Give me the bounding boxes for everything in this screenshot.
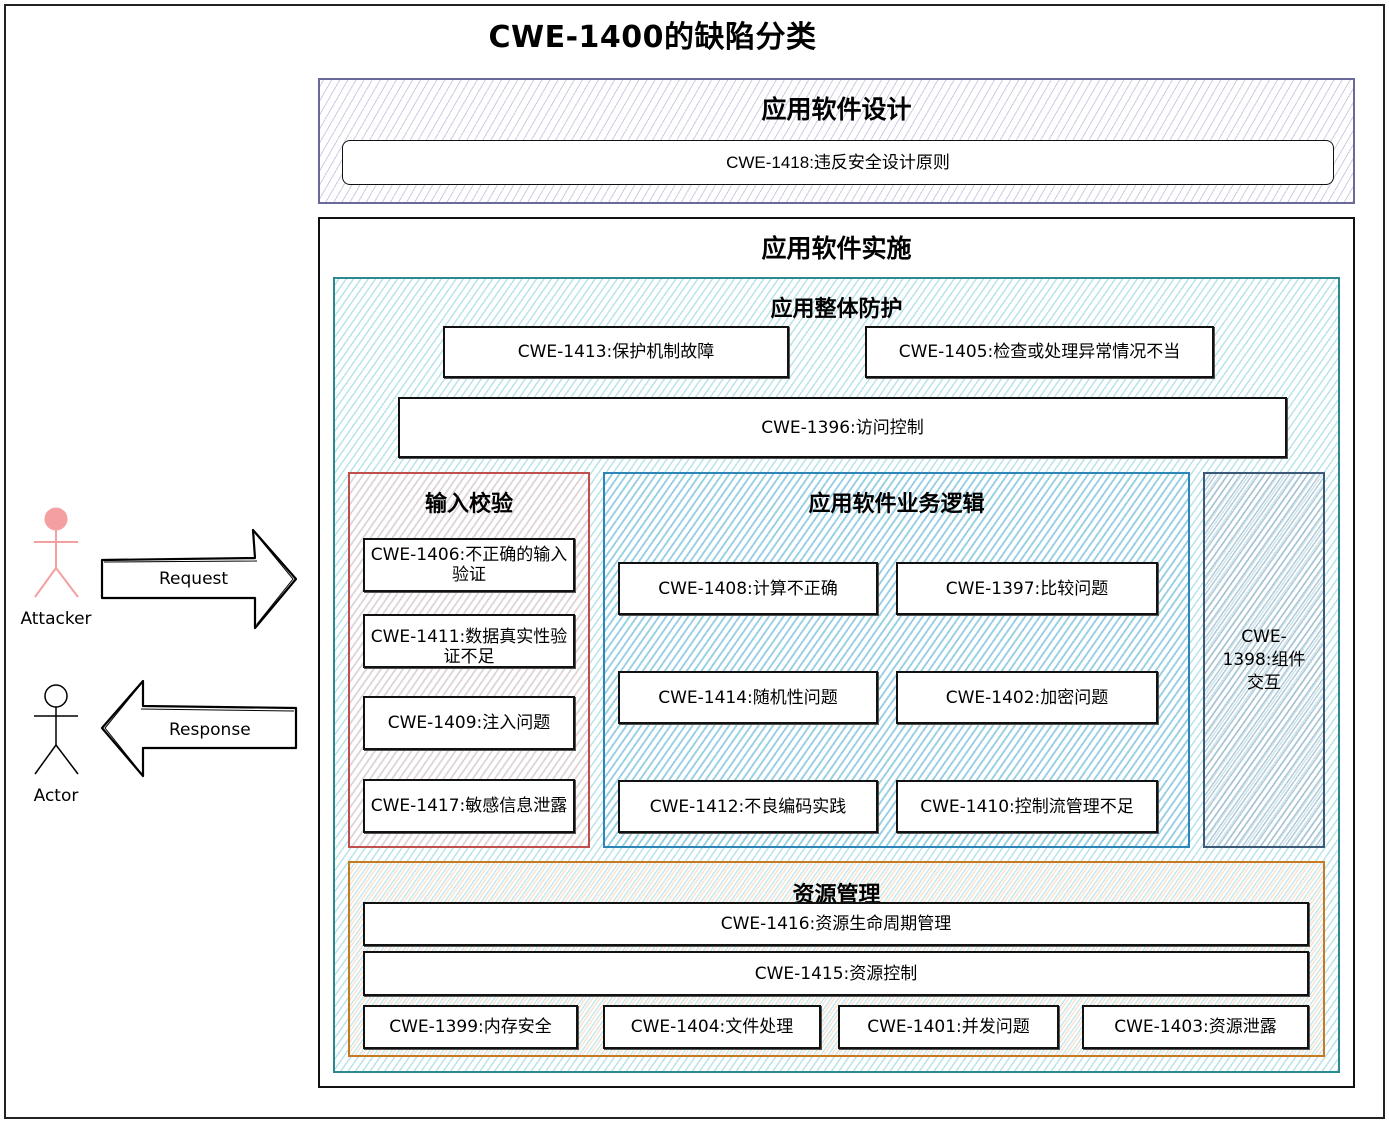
cwe-1401-box[interactable]: CWE-1401:并发问题 xyxy=(838,1005,1059,1049)
cwe-1414-box[interactable]: CWE-1414:随机性问题 xyxy=(618,671,878,724)
cwe-1412-box[interactable]: CWE-1412:不良编码实践 xyxy=(618,780,878,833)
cwe-1411-box[interactable]: CWE-1411:数据真实性验证不足 xyxy=(363,614,575,668)
diagram-frame xyxy=(4,4,1385,1119)
diagram-title: CWE-1400的缺陷分类 xyxy=(0,12,1389,56)
request-label: Request xyxy=(159,569,229,589)
cwe-1396-box[interactable]: CWE-1396:访问控制 xyxy=(398,397,1287,458)
cwe-1416-box[interactable]: CWE-1416:资源生命周期管理 xyxy=(363,902,1309,946)
cwe-1409-box[interactable]: CWE-1409:注入问题 xyxy=(363,696,575,750)
cwe-1410-box[interactable]: CWE-1410:控制流管理不足 xyxy=(896,780,1158,833)
cwe-1415-box[interactable]: CWE-1415:资源控制 xyxy=(363,951,1309,996)
actor-icon xyxy=(34,684,79,775)
overall-protection-title: 应用整体防护 xyxy=(770,297,903,322)
cwe-1399-box[interactable]: CWE-1399:内存安全 xyxy=(363,1005,578,1049)
design-title: 应用软件设计 xyxy=(761,95,912,124)
cwe-1403-box[interactable]: CWE-1403:资源泄露 xyxy=(1082,1005,1309,1049)
business-logic-title: 应用软件业务逻辑 xyxy=(808,492,985,517)
cwe-1402-box[interactable]: CWE-1402:加密问题 xyxy=(896,671,1158,724)
cwe-1406-box[interactable]: CWE-1406:不正确的输入验证 xyxy=(363,538,575,592)
cwe-1405-box[interactable]: CWE-1405:检查或处理异常情况不当 xyxy=(865,326,1214,378)
cwe-1398-box[interactable]: CWE-1398:组件交互 xyxy=(1203,472,1325,848)
design-section: 应用软件设计 CWE-1418:违反安全设计原则 xyxy=(318,78,1355,204)
cwe-1404-box[interactable]: CWE-1404:文件处理 xyxy=(603,1005,821,1049)
request-arrow-icon xyxy=(100,528,298,630)
title-text: CWE-1400的缺陷分类 xyxy=(488,20,817,55)
actor-label: Actor xyxy=(33,786,79,806)
cwe-1413-box[interactable]: CWE-1413:保护机制故障 xyxy=(443,326,789,378)
cwe-1408-box[interactable]: CWE-1408:计算不正确 xyxy=(618,562,878,615)
cwe-1397-box[interactable]: CWE-1397:比较问题 xyxy=(896,562,1158,615)
response-label: Response xyxy=(169,720,251,740)
cwe-1417-box[interactable]: CWE-1417:敏感信息泄露 xyxy=(363,779,575,833)
response-arrow-icon xyxy=(100,679,298,778)
attacker-icon xyxy=(34,507,79,598)
attacker-label: Attacker xyxy=(20,609,92,629)
implementation-title: 应用软件实施 xyxy=(761,234,912,263)
cwe-1418-box[interactable]: CWE-1418:违反安全设计原则 xyxy=(342,140,1334,185)
input-validation-title: 输入校验 xyxy=(424,492,513,517)
